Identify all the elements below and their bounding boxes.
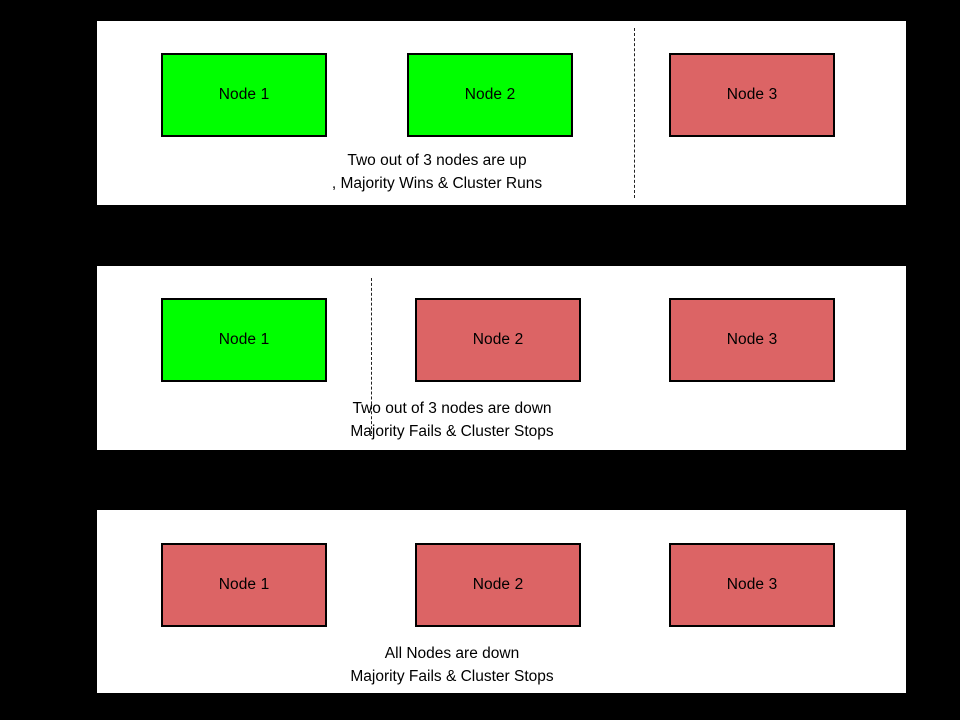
node-box-3: Node 3 — [669, 53, 835, 137]
node-box-2: Node 2 — [415, 298, 581, 382]
node-box-label: Node 3 — [726, 331, 778, 349]
caption-line-2: , Majority Wins & Cluster Runs — [331, 175, 543, 192]
node-box-label: Node 2 — [472, 576, 524, 594]
node-box-1: Node 1 — [161, 53, 327, 137]
node-box-label: Node 3 — [726, 576, 778, 594]
node-box-3: Node 3 — [669, 298, 835, 382]
node-box-1: Node 1 — [161, 543, 327, 627]
node-box-1: Node 1 — [161, 298, 327, 382]
node-box-label: Node 3 — [726, 86, 778, 104]
node-box-label: Node 2 — [472, 331, 524, 349]
scenario-panel-two-of-three-up: Node 1 Node 2 Node 3 Two out of 3 nodes … — [97, 21, 906, 205]
node-box-2: Node 2 — [407, 53, 573, 137]
node-box-3: Node 3 — [669, 543, 835, 627]
node-box-label: Node 2 — [464, 86, 516, 104]
node-box-label: Node 1 — [218, 576, 270, 594]
caption-line-1: Two out of 3 nodes are down — [352, 400, 552, 417]
scenario-caption: All Nodes are down Majority Fails & Clus… — [277, 642, 627, 688]
scenario-caption: Two out of 3 nodes are down Majority Fai… — [277, 397, 627, 443]
caption-line-1: All Nodes are down — [384, 645, 520, 662]
node-box-label: Node 1 — [218, 86, 270, 104]
caption-line-2: Majority Fails & Cluster Stops — [350, 423, 554, 440]
scenario-caption: Two out of 3 nodes are up , Majority Win… — [257, 149, 617, 195]
scenario-panel-two-of-three-down: Node 1 Node 2 Node 3 Two out of 3 nodes … — [97, 266, 906, 450]
node-box-2: Node 2 — [415, 543, 581, 627]
scenario-panel-all-nodes-down: Node 1 Node 2 Node 3 All Nodes are down … — [97, 510, 906, 693]
quorum-divider-line — [634, 28, 635, 198]
node-box-label: Node 1 — [218, 331, 270, 349]
quorum-divider-line — [371, 278, 372, 434]
caption-line-2: Majority Fails & Cluster Stops — [350, 668, 554, 685]
caption-line-1: Two out of 3 nodes are up — [347, 152, 527, 169]
